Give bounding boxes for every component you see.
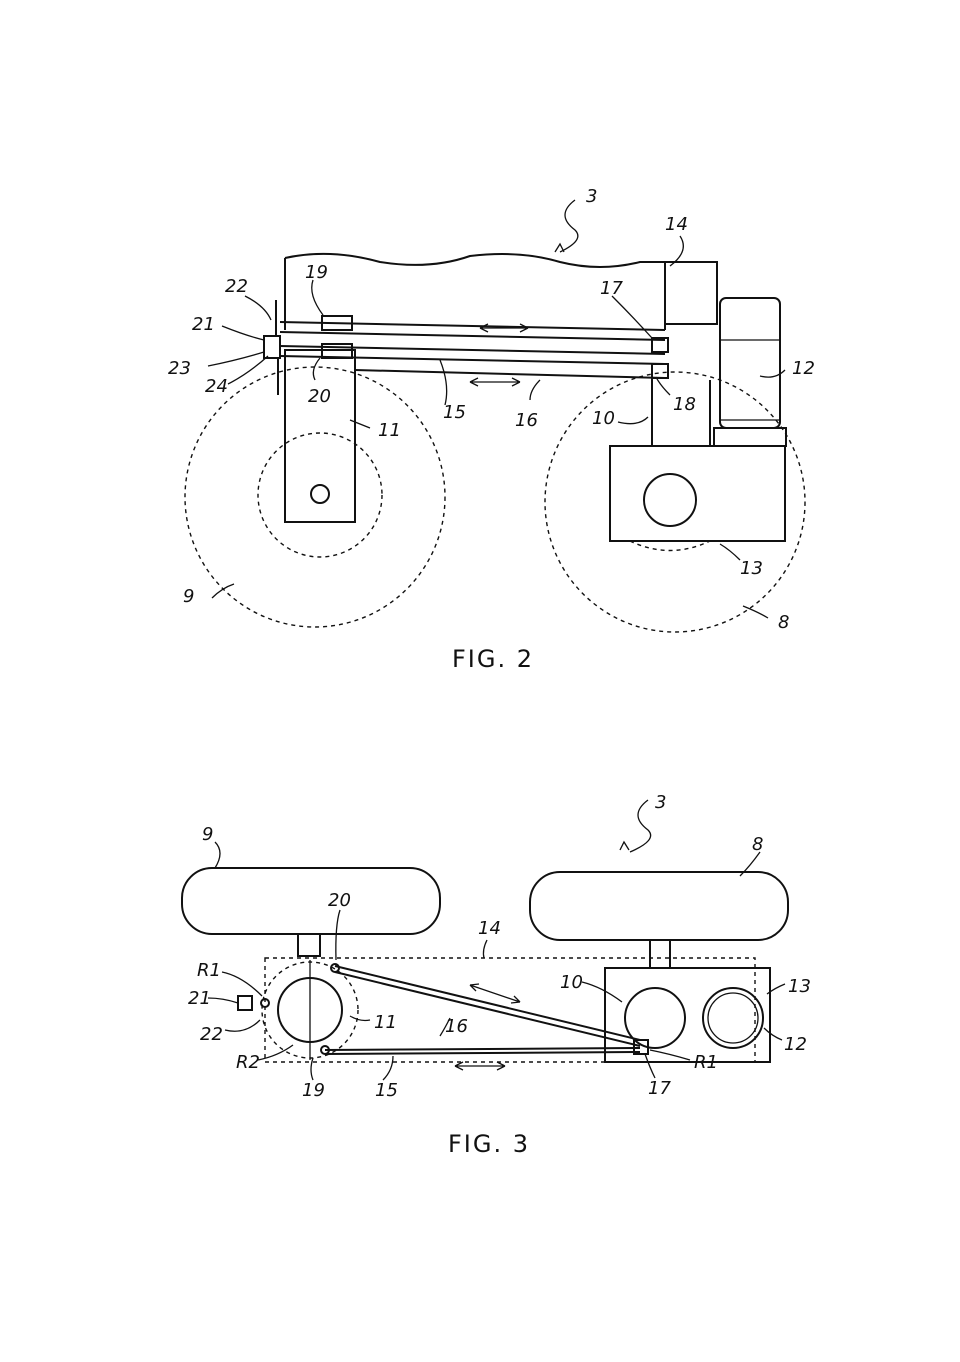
rod-15-top <box>324 1047 641 1051</box>
figure-3: 3 9 8 20 14 R1 10 13 21 16 11 22 12 R2 R… <box>181 792 811 1158</box>
fig3-label-R1-right: R1 <box>694 1052 718 1073</box>
fig3-label-3: 3 <box>655 792 666 813</box>
rod-15 <box>279 345 666 355</box>
fig2-label-24: 24 <box>205 376 228 397</box>
fig2-label-3: 3 <box>586 186 597 207</box>
fig3-caption: FIG. 3 <box>448 1130 530 1158</box>
fig3-label-14: 14 <box>478 918 501 939</box>
axle-8 <box>643 473 697 527</box>
fig3-label-17: 17 <box>648 1078 671 1099</box>
fig2-label-8: 8 <box>778 612 789 633</box>
joint-17 <box>651 337 669 353</box>
fig3-label-12: 12 <box>784 1034 807 1055</box>
motor-base <box>713 427 787 447</box>
fig3-label-20: 20 <box>328 890 351 911</box>
fig3-label-11: 11 <box>374 1012 397 1033</box>
fig2-label-14: 14 <box>665 214 688 235</box>
fig2-label-12: 12 <box>792 358 815 379</box>
fig2-label-22: 22 <box>225 276 248 297</box>
fig2-label-16: 16 <box>515 410 538 431</box>
fig3-label-R2: R2 <box>236 1052 260 1073</box>
wheel-9 <box>184 366 446 628</box>
fig2-caption: FIG. 2 <box>452 645 534 673</box>
fig2-label-18: 18 <box>673 394 696 415</box>
fig3-label-13: 13 <box>788 976 811 997</box>
hub-9 <box>257 432 383 558</box>
gearbox-13 <box>609 445 786 542</box>
fig3-label-R1: R1 <box>197 960 221 981</box>
pivot-10 <box>624 987 686 1049</box>
wheel-8-top <box>529 871 789 941</box>
fig2-label-10: 10 <box>592 408 615 429</box>
axle-9 <box>310 484 330 504</box>
fig2-label-15: 15 <box>443 402 466 423</box>
rod-top <box>279 321 666 331</box>
gearbox-13-top <box>604 967 771 1063</box>
fig2-label-11: 11 <box>378 420 401 441</box>
joint-20 <box>321 343 353 359</box>
fig2-label-9: 9 <box>183 586 194 607</box>
fig3-label-9: 9 <box>202 824 213 845</box>
fig3-label-8: 8 <box>752 834 763 855</box>
fig3-label-15: 15 <box>375 1080 398 1101</box>
fig2-label-20: 20 <box>308 386 331 407</box>
fig2-label-23: 23 <box>168 358 191 379</box>
wheel-8 <box>544 371 806 633</box>
motor-12-top <box>702 987 764 1049</box>
fig3-label-10: 10 <box>560 972 583 993</box>
fig3-label-21: 21 <box>188 988 211 1009</box>
fig2-label-13: 13 <box>740 558 763 579</box>
fork-11 <box>284 349 356 523</box>
rod-16-top <box>334 965 641 1041</box>
fig3-label-19: 19 <box>302 1080 325 1101</box>
fig3-label-22: 22 <box>200 1024 223 1045</box>
wheel-9-top <box>181 867 441 935</box>
fig2-label-21: 21 <box>192 314 215 335</box>
fig2-label-17: 17 <box>600 278 623 299</box>
fig3-label-16: 16 <box>445 1016 468 1037</box>
fig2-label-19: 19 <box>305 262 328 283</box>
link-21-top <box>237 995 253 1011</box>
chassis-block-14 <box>664 261 718 325</box>
joint-18 <box>651 363 669 379</box>
chassis-14-top <box>264 957 756 1063</box>
rod-16 <box>354 369 666 379</box>
motor-12 <box>719 297 781 429</box>
joint-19 <box>321 315 353 331</box>
joint-17-top <box>633 1039 649 1055</box>
figure-2: 3 14 19 22 17 21 12 23 24 20 15 16 18 10… <box>168 186 815 673</box>
link-21 <box>263 335 281 359</box>
chassis-outline <box>284 252 666 330</box>
